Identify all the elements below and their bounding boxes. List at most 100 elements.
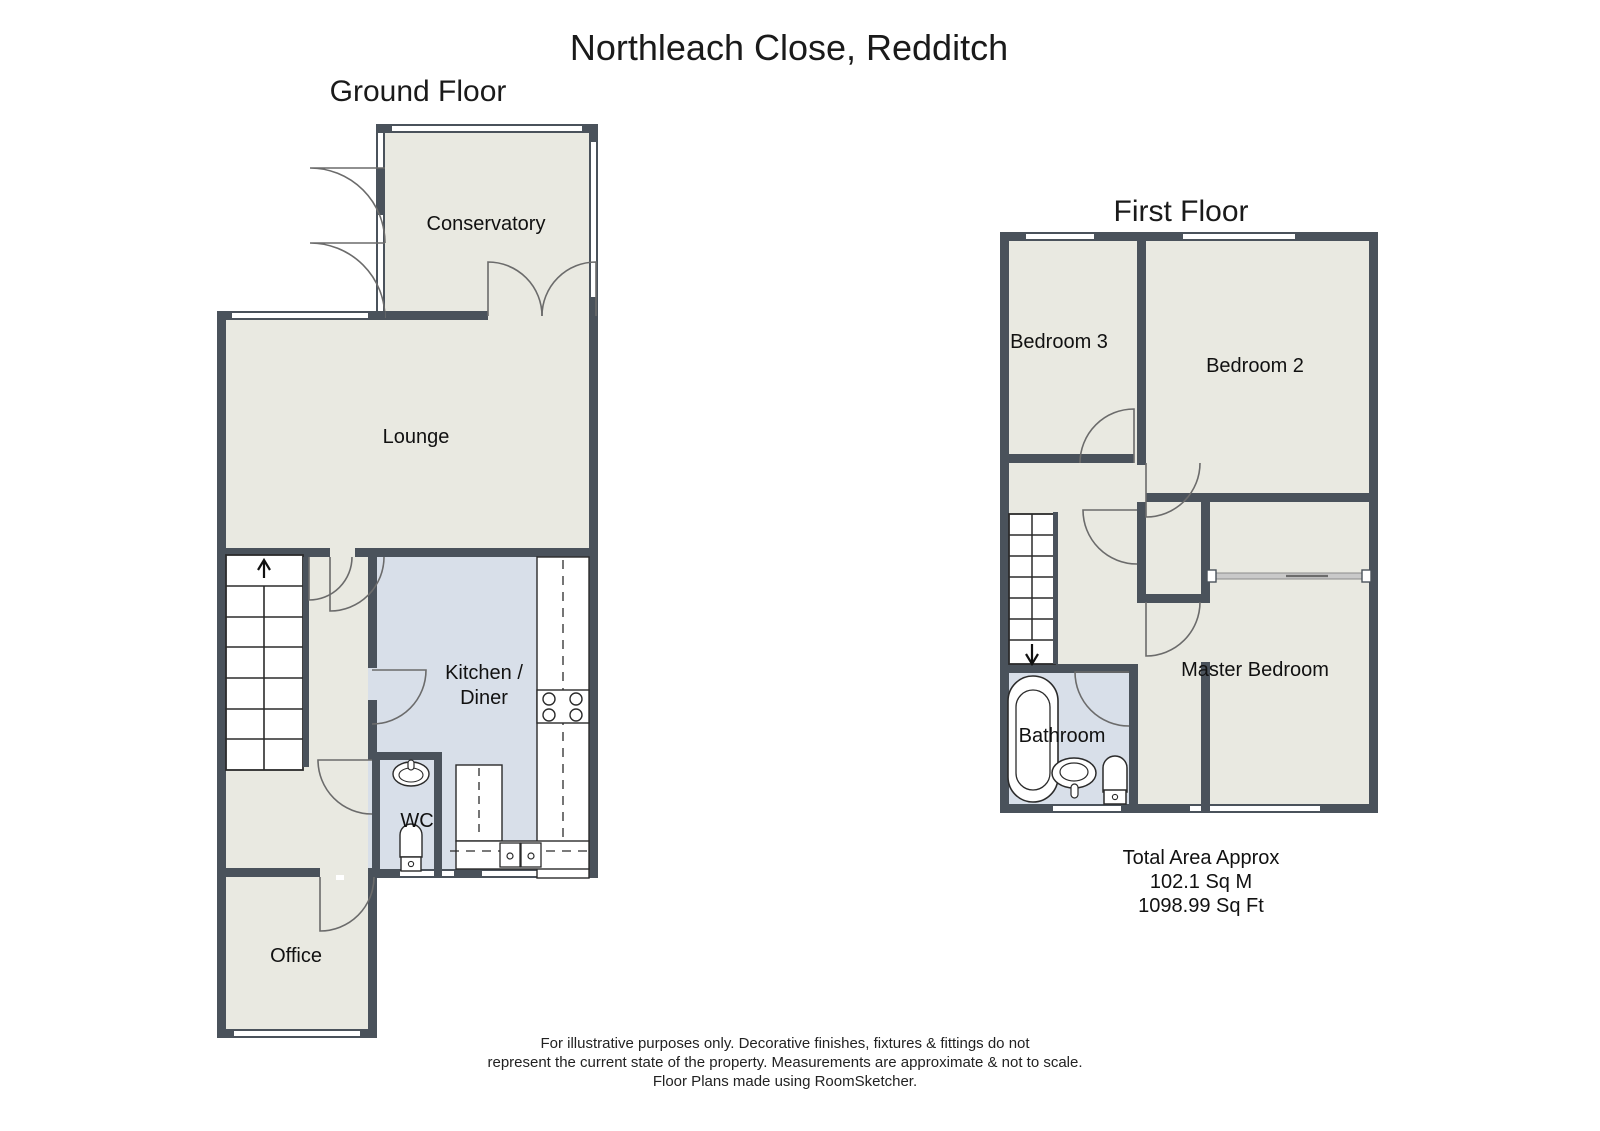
room-label-office: Office [270,945,322,967]
room-label-bathroom: Bathroom [1019,725,1106,747]
stairs-up-arrow [257,557,271,578]
lounge-hall-wall-stub [355,548,377,557]
disclaimer-line-2: represent the current state of the prope… [487,1054,1082,1071]
bathroom-basin [1051,757,1097,799]
kitchen-wall-top [368,548,598,557]
conservatory-window-left-upper [378,133,383,168]
room-label-kitchen-line1: Kitchen / [445,662,523,684]
hall-wall-right-upper [368,548,377,668]
bedroom3-bedroom2-wall [1137,232,1146,465]
lounge-window-top [232,313,368,318]
wardrobe-rail [1206,569,1372,583]
kitchen-fixtures [450,556,590,879]
bedroom3-wall-bottom [1000,454,1134,463]
first-staircase [1008,512,1058,667]
first-floor-plan: Bedroom 3 Bedroom 2 Master Bedroom Bathr… [1000,232,1378,813]
kitchen-sink [499,842,542,868]
cupboard-door-arc [1082,509,1138,565]
office-wall-right [368,868,377,1038]
conservatory-window-right [591,142,596,297]
ground-floor-title: Ground Floor [330,75,507,108]
disclaimer-line-1: For illustrative purposes only. Decorati… [540,1035,1030,1052]
disclaimer-block: For illustrative purposes only. Decorati… [487,1035,1082,1090]
exterior-wall-right [589,320,598,878]
kitchen-window-bottom [482,871,587,876]
room-label-lounge: Lounge [383,426,450,448]
wc-toilet [399,823,423,872]
hall-door-arc-inner [308,556,353,601]
bedroom3-window-top [1026,234,1094,239]
kitchen-door-arc [371,669,427,725]
cupboard-wall-bottom [1137,594,1210,603]
wc-basin [392,759,430,787]
bedroom3-floor [1000,232,1137,450]
total-area-imperial: 1098.99 Sq Ft [1138,895,1264,917]
ground-door-arcs [308,556,427,932]
total-area-heading: Total Area Approx [1123,847,1280,869]
stairs-balustrade [303,557,309,767]
exterior-wall-left [217,311,226,1038]
bedroom2-wall-bottom [1146,493,1378,502]
first-wall-left [1000,232,1009,813]
first-wall-bottom [1000,804,1378,813]
cupboard-floor [1137,510,1209,602]
total-area-metric: 102.1 Sq M [1150,871,1252,893]
ground-floor-plan: Conservatory Lounge Kitchen / Diner WC O… [217,124,598,1038]
room-label-kitchen-line2: Diner [460,687,508,709]
room-label-conservatory: Conservatory [427,213,546,235]
office-door-jamb [336,875,344,880]
wc-wall-right [434,752,442,878]
conservatory-floor [376,124,598,320]
hall-office-wall [217,868,320,877]
wc-fixtures [392,759,430,872]
conservatory-patio-door-arcs [309,167,386,319]
bathroom-fixtures [1007,675,1128,805]
cupboard-wall-left [1137,502,1146,602]
wc-wall-left [372,752,380,878]
bathroom-wall-top [1000,664,1137,673]
stairs-down-arrow [1025,644,1039,667]
first-floor-title: First Floor [1114,195,1249,228]
conservatory-window-top [392,126,582,131]
first-wall-right [1369,232,1378,813]
bathroom-window-bottom [1053,806,1121,811]
ground-staircase [225,554,309,771]
cupboard-wall-right [1201,502,1210,602]
bedroom3-door-arc [1079,408,1135,464]
room-label-wc: WC [400,810,433,832]
bathroom-toilet [1102,755,1128,805]
room-label-master-bedroom: Master Bedroom [1181,659,1329,681]
lounge-floor [217,318,598,558]
lounge-door-arc [329,556,385,612]
bathroom-bath [1007,675,1059,803]
first-stairs-balustrade [1053,512,1058,664]
office-door-arc [319,876,375,932]
wc-window-bottom [400,871,454,876]
master-wall-left [1201,662,1210,813]
hall-wall-right-lower [368,700,377,760]
room-label-bedroom2: Bedroom 2 [1206,355,1304,377]
master-bedroom-floor [1209,502,1378,813]
bathroom-door-arc [1074,671,1130,727]
conservatory-wall-bottom-left [376,311,488,320]
conservatory-window-left-lower [378,215,383,315]
master-bedroom-floor-ext [1137,672,1209,813]
room-label-bedroom3: Bedroom 3 [1010,331,1108,353]
conservatory-lounge-door-arcs [487,261,597,317]
total-area-block: Total Area Approx 102.1 Sq M 1098.99 Sq … [1123,847,1280,917]
lounge-hall-wall [217,548,330,557]
first-door-arcs [1074,408,1201,727]
kitchen-hob [536,689,590,724]
page-title: Northleach Close, Redditch [570,27,1008,68]
bedroom2-door-arc [1145,462,1201,518]
wc-wall-top [380,752,442,760]
office-window-bottom [234,1031,360,1036]
bathroom-wall-right [1129,664,1138,813]
master-door-arc [1145,601,1201,657]
bedroom2-window-top [1183,234,1295,239]
wc-door-arc [317,759,373,815]
master-window-bottom [1190,806,1320,811]
office-floor [217,868,377,1038]
